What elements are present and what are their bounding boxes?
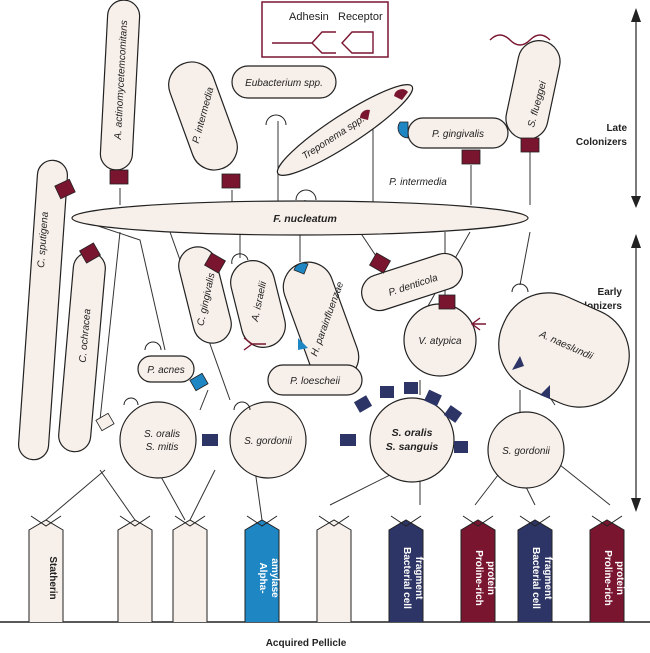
pellicle-receptor-fork-4 [246,515,278,527]
s-sanguis-label: S. sanguis [386,441,439,453]
pellicle-receptor-7 [460,519,496,622]
pellicle-receptor-label-8-1: Bacterial cell [530,547,541,609]
flagellum [489,34,551,46]
p-loescheii-cell [267,364,363,396]
c-sputigena-label: C. sputigena [36,211,51,268]
pellicle-receptor-label-7-2: protein [485,561,496,595]
f-nucleatum-cell [71,200,529,236]
pellicle-receptor-1 [28,519,64,622]
pellicle-receptor-2 [117,519,153,622]
pellicle-receptor-fork-7 [462,515,494,527]
pellicle-receptor-8 [517,519,553,622]
s-oralis-s-mitis-cell [119,401,197,479]
eubacterium-cell [231,65,337,99]
connection-lines [45,105,611,521]
pellicle-receptor-label-7-1: Proline-rich [473,550,484,606]
s-gordonii-label-2: S. gordonii [502,446,551,457]
p-loescheii-label: P. loescheii [290,376,341,387]
pellicle-receptor-9 [589,519,625,622]
p-acnes-cell [137,355,195,383]
legend-receptor-label: Receptor [338,11,383,23]
pellicle-receptor-6 [388,519,424,622]
eubacterium-label: Eubacterium spp. [245,78,323,89]
pellicle-receptor-label-8-2: fragment [542,557,553,600]
pellicle-receptor-label-6-1: Bacterial cell [401,547,412,609]
pellicle-receptor-fork-3 [174,515,206,527]
pellicle-receptor-fork-9 [591,515,623,527]
c-sputigena-cell [17,159,69,461]
legend: Adhesin Receptor [261,1,389,58]
pellicle-receptor-3 [172,519,208,622]
late-colonizers-line1: Late [606,123,627,134]
pellicle-receptor-5 [316,519,352,622]
pellicle-receptor-fork-1 [30,515,62,527]
v-atypica-label: V. atypica [418,336,462,347]
p-gingivalis-label: P. gingivalis [432,129,484,140]
pellicle-receptor-fork-2 [119,515,151,527]
receptor-symbol [341,31,374,54]
pellicle-receptor-label-9-2: protein [614,561,625,595]
s-gordonii-label-1: S. gordonii [244,436,293,447]
s-mitis-label: S. mitis [146,442,179,453]
p-acnes-label: P. acnes [147,365,185,376]
a-israelii-cell [230,260,286,348]
adhesin-markers [54,89,550,432]
early-colonizers-arrow [631,234,641,512]
p-intermedia-free-label: P. intermedia [389,177,447,188]
pellicle-receptor-label-9-1: Proline-rich [602,550,613,606]
legend-box [261,1,389,58]
late-colonizers-arrow [631,8,641,208]
pellicle-receptor-fork-5 [318,515,350,527]
pellicle-receptor-label-6-2: fragment [413,557,424,600]
late-colonizers-line2: Colonizers [576,137,628,148]
legend-adhesin-label: Adhesin [289,11,329,23]
early-colonizers-line1: Early [598,287,623,298]
p-intermedia-cell [168,61,238,171]
s-oralis-label: S. oralis [144,429,180,440]
f-nucleatum-label: F. nucleatum [273,213,337,225]
pellicle-receptor-label-1-1: Statherin [47,556,58,599]
treponema-cell [276,84,414,176]
p-denticola-cell [361,252,463,312]
early-colonizers-line2: Colonizers [571,301,623,312]
pellicle-receptor-fork-6 [390,515,422,527]
s-gordonii-cell-1 [229,401,307,479]
s-gordonii-cell-2 [487,411,565,489]
s-oralis-s-sanguis-cell [369,397,455,483]
pellicle-receptor-label-4-2: amylase [269,558,280,598]
pellicle-receptor-4 [244,519,280,622]
adhesin-symbol [272,31,336,54]
pellicle-receptor-label-4-1: Alpha- [257,562,268,593]
s-oralis-bold-label: S. oralis [392,427,433,439]
pellicle-receptor-fork-8 [519,515,551,527]
acquired-pellicle-label: Acquired Pellicle [266,638,347,649]
navy-receptors [202,382,468,453]
c-ochracea-label: C. ochracea [78,308,94,363]
